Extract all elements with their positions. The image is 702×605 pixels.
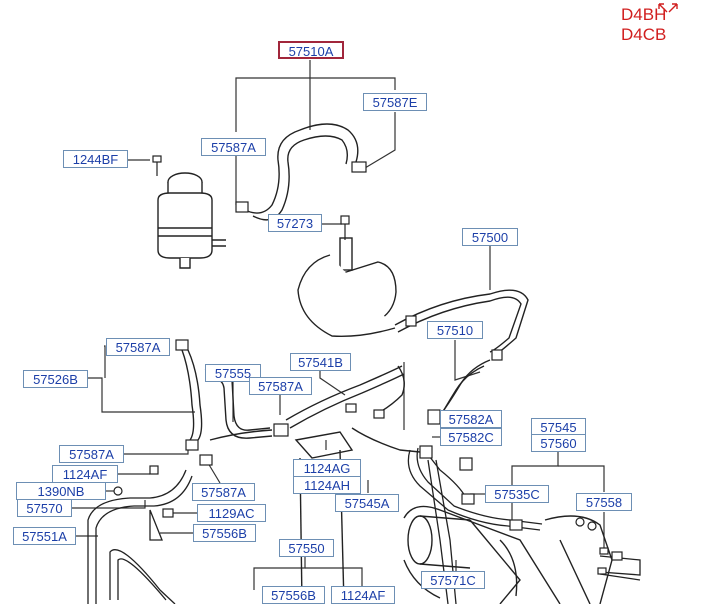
part-label-57551a[interactable]: 57551A [13,527,76,545]
fittings-right [419,445,623,575]
clamps-top [235,161,367,213]
part-label-1129ac[interactable]: 1129AC [197,504,266,522]
part-label-57560[interactable]: 57560 [531,434,586,452]
leader-57510 [454,340,481,381]
part-label-57526b[interactable]: 57526B [23,370,88,388]
part-label-57587e[interactable]: 57587E [363,93,427,111]
bolt-57273 [340,215,350,240]
part-label-57510a[interactable]: 57510A [278,41,344,59]
leader-57510A [235,77,396,132]
part-label-57587a-left[interactable]: 57587A [59,445,124,463]
expand-arrows-icon[interactable] [655,0,681,16]
part-label-57541b[interactable]: 57541B [290,353,351,371]
part-label-1124af-bottom[interactable]: 1124AF [331,586,395,604]
hose-top [244,123,359,221]
part-label-57556b-bottom[interactable]: 57556B [262,586,325,604]
leader-57541B [319,370,346,396]
part-label-57555[interactable]: 57555 [205,364,261,382]
leader-57550-left [253,557,306,590]
engine-code-1: D4BH [621,5,667,24]
pump [297,237,397,337]
part-label-1124ag[interactable]: 1124AG [293,459,361,477]
part-label-1124af-left[interactable]: 1124AF [52,465,118,483]
part-label-1244bf[interactable]: 1244BF [63,150,128,168]
part-label-57556b-left[interactable]: 57556B [193,524,256,542]
part-label-57273[interactable]: 57273 [268,214,322,232]
part-label-57545a[interactable]: 57545A [335,494,399,512]
reservoir [157,172,226,269]
part-label-57587a-mid[interactable]: 57587A [106,338,170,356]
cooler-lines [87,469,193,604]
fittings-57500 [405,315,503,361]
part-label-57510[interactable]: 57510 [427,321,483,339]
part-label-1390nb[interactable]: 1390NB [16,482,106,500]
part-label-57558[interactable]: 57558 [576,493,632,511]
part-label-57582a[interactable]: 57582A [440,410,502,428]
small-hardware-left [113,465,174,518]
part-label-1124ah[interactable]: 1124AH [293,476,361,494]
leader-57560-right [558,465,605,492]
part-label-57570[interactable]: 57570 [17,499,72,517]
return-hoses [181,349,421,453]
part-label-57587a-bottom[interactable]: 57587A [192,483,255,501]
part-label-57535c[interactable]: 57535C [485,485,549,503]
leader-57526B-b [88,377,195,413]
hose-57500 [394,289,529,356]
part-label-57587a[interactable]: 57587A [201,138,266,156]
engine-code-2: D4CB [621,25,667,44]
part-label-57550[interactable]: 57550 [279,539,334,557]
part-label-57500[interactable]: 57500 [462,228,518,246]
leader-57526B-a [104,345,106,378]
part-label-57571c[interactable]: 57571C [421,571,485,589]
part-label-57545[interactable]: 57545 [531,418,586,436]
clamps-mid [175,339,441,466]
leader-57587A-l [124,446,189,455]
bolt-1244bf [152,155,162,176]
part-label-57587a-center[interactable]: 57587A [249,377,312,395]
leader-57587E [364,112,396,169]
part-label-57582c[interactable]: 57582C [440,428,502,446]
leader-57550-right [305,567,363,590]
